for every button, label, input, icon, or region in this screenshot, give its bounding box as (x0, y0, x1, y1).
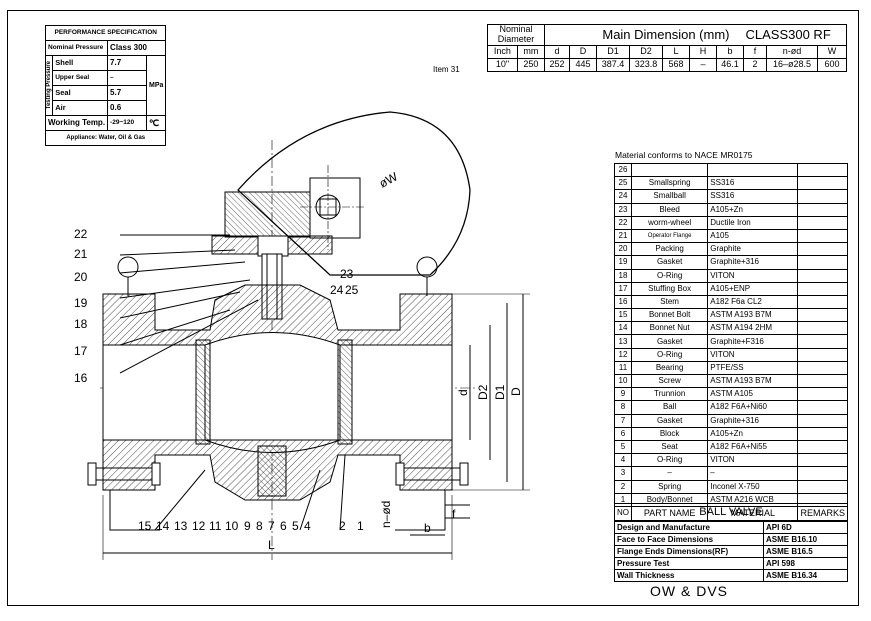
label-11: 11 (209, 519, 222, 533)
label-14: 14 (156, 519, 170, 533)
dim-label-W: øW (377, 169, 401, 190)
dim-label-f: f (452, 507, 456, 521)
label-23: 23 (340, 267, 354, 281)
label-13: 13 (174, 519, 188, 533)
label-12: 12 (192, 519, 206, 533)
label-22: 22 (74, 227, 88, 241)
lifting-eye-left (117, 256, 139, 278)
dim-label-nd: n–ød (379, 501, 393, 528)
label-20: 20 (74, 270, 88, 284)
label-7: 7 (268, 519, 275, 533)
trunnion (257, 445, 287, 497)
label-17: 17 (74, 344, 88, 358)
label-10: 10 (225, 519, 239, 533)
label-19: 19 (74, 296, 88, 310)
dim-label-d: d (456, 389, 470, 396)
drawing-frame (7, 10, 859, 606)
label-25: 25 (345, 283, 359, 297)
appliance-note: Appliance: Water, Oil & Gas (44, 130, 167, 146)
lifting-eye-right (416, 256, 438, 278)
dim-value: 323.8 (629, 57, 663, 72)
ball (204, 332, 341, 453)
gear-cover-arc (237, 111, 471, 276)
material-row: 26 (614, 162, 848, 178)
dim-label-b: b (424, 521, 431, 535)
standard-label: Wall Thickness (614, 569, 764, 582)
material-title: Material conforms to NACE MR0175 (615, 150, 753, 160)
company-name: OW & DVS (650, 583, 729, 599)
label-1: 1 (357, 519, 364, 533)
label-9: 9 (244, 519, 251, 533)
standard-value: ASME B16.34 (763, 569, 848, 582)
dim-value: 250 (516, 57, 546, 72)
dim-value: 2 (743, 57, 767, 72)
body-top (102, 284, 453, 346)
label-4: 4 (304, 519, 311, 533)
label-2: 2 (339, 519, 346, 533)
dim-label-L: L (268, 538, 275, 552)
dim-label-D1: D1 (493, 384, 507, 400)
label-8: 8 (256, 519, 263, 533)
dim-value: 46.1 (716, 57, 744, 72)
dim-label-D: D (509, 387, 523, 396)
label-24: 24 (330, 283, 344, 297)
item-label: Item 31 (433, 65, 460, 74)
perf-row-value: 0.6 (107, 100, 148, 116)
label-18: 18 (74, 317, 88, 331)
dim-label-D2: D2 (476, 384, 490, 400)
dimension-title: Main Dimension (mm) (544, 24, 744, 46)
performance-spec-table: PERFORMANCE SPECIFICATION Nominal Pressu… (44, 25, 167, 146)
label-21: 21 (74, 247, 88, 261)
label-15: 15 (138, 519, 152, 533)
dim-value: 387.4 (596, 57, 630, 72)
dim-value: 600 (817, 57, 847, 72)
dim-value: 16–ø28.5 (766, 57, 818, 72)
label-6: 6 (280, 519, 287, 533)
dimension-table: Nominal Diameter Main Dimension (mm) CLA… (487, 24, 847, 72)
gearbox (224, 191, 311, 238)
label-16: 16 (74, 371, 88, 385)
label-5: 5 (292, 519, 299, 533)
